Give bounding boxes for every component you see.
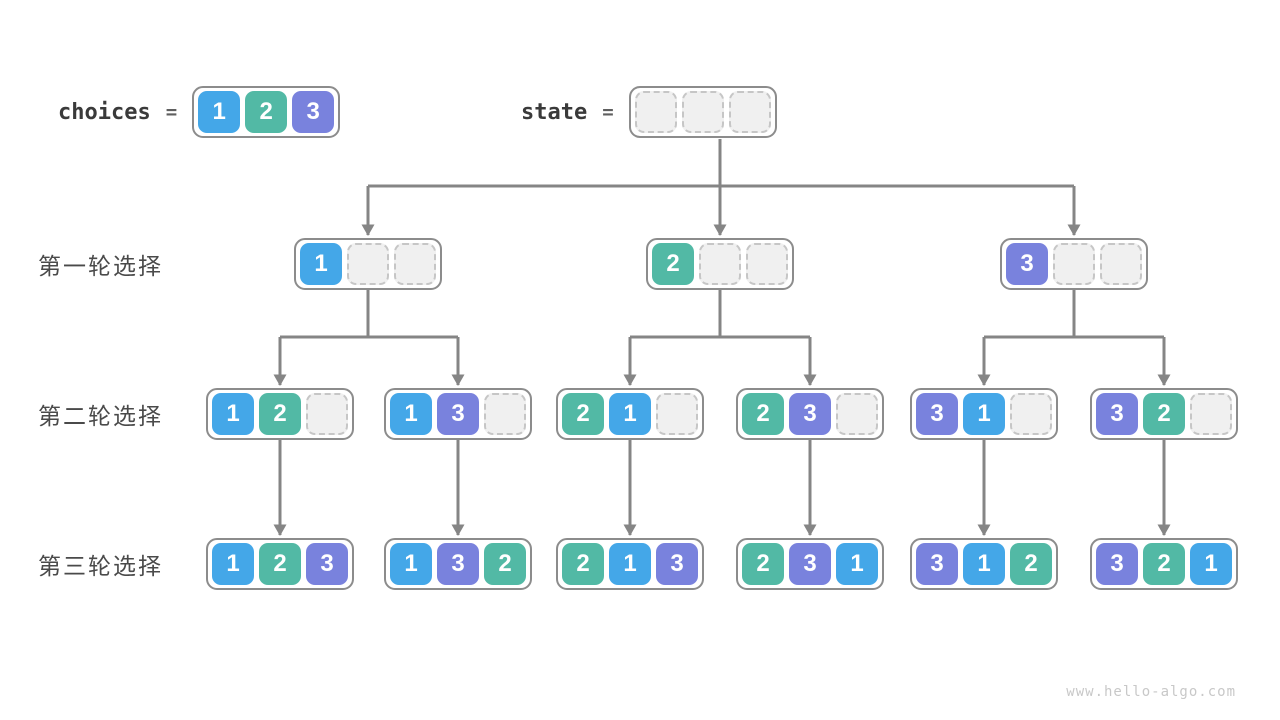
round-3-label: 第三轮选择 [38, 553, 163, 579]
empty-slot [1190, 393, 1232, 435]
state-node-round1-3: 3 [1000, 238, 1148, 290]
empty-slot [484, 393, 526, 435]
empty-slot [1100, 243, 1142, 285]
empty-slot [1053, 243, 1095, 285]
value-cell-3: 3 [437, 393, 479, 435]
value-cell-2: 2 [1010, 543, 1052, 585]
state-label: state [521, 99, 588, 125]
state-node-round1-2: 2 [646, 238, 794, 290]
choices-label: choices [58, 99, 151, 125]
empty-slot [634, 91, 677, 133]
state-equals-sign: = [602, 101, 614, 123]
value-cell-3: 3 [1006, 243, 1048, 285]
value-cell-3: 3 [292, 91, 335, 133]
round-2-label: 第二轮选择 [38, 403, 163, 429]
empty-slot [656, 393, 698, 435]
value-cell-1: 1 [390, 543, 432, 585]
empty-slot [347, 243, 389, 285]
state-array-root [628, 86, 777, 138]
empty-slot [394, 243, 436, 285]
state-node-round1-1: 1 [294, 238, 442, 290]
value-cell-3: 3 [1096, 393, 1138, 435]
empty-slot [1010, 393, 1052, 435]
value-cell-3: 3 [789, 393, 831, 435]
value-cell-1: 1 [963, 393, 1005, 435]
value-cell-2: 2 [484, 543, 526, 585]
value-cell-3: 3 [916, 393, 958, 435]
value-cell-2: 2 [562, 543, 604, 585]
value-cell-1: 1 [609, 393, 651, 435]
empty-slot [728, 91, 771, 133]
watermark: www.hello-algo.com [1066, 684, 1236, 700]
value-cell-1: 1 [963, 543, 1005, 585]
value-cell-1: 1 [212, 393, 254, 435]
empty-slot [681, 91, 724, 133]
value-cell-2: 2 [742, 393, 784, 435]
value-cell-3: 3 [789, 543, 831, 585]
value-cell-3: 3 [916, 543, 958, 585]
empty-slot [836, 393, 878, 435]
value-cell-3: 3 [437, 543, 479, 585]
value-cell-1: 1 [1190, 543, 1232, 585]
value-cell-3: 3 [656, 543, 698, 585]
value-cell-3: 3 [306, 543, 348, 585]
value-cell-1: 1 [390, 393, 432, 435]
round-1-label: 第一轮选择 [38, 253, 163, 279]
value-cell-1: 1 [198, 91, 241, 133]
state-array-box [628, 86, 777, 138]
value-cell-2: 2 [259, 543, 301, 585]
choices-equals-sign: = [165, 101, 178, 123]
value-cell-2: 2 [1143, 543, 1185, 585]
value-cell-2: 2 [652, 243, 694, 285]
state-header: state = [521, 86, 777, 138]
empty-slot [699, 243, 741, 285]
value-cell-1: 1 [212, 543, 254, 585]
value-cell-1: 1 [300, 243, 342, 285]
value-cell-2: 2 [562, 393, 604, 435]
value-cell-2: 2 [259, 393, 301, 435]
value-cell-3: 3 [1096, 543, 1138, 585]
value-cell-2: 2 [245, 91, 288, 133]
empty-slot [306, 393, 348, 435]
value-cell-2: 2 [1143, 393, 1185, 435]
value-cell-2: 2 [742, 543, 784, 585]
value-cell-1: 1 [836, 543, 878, 585]
empty-slot [746, 243, 788, 285]
value-cell-1: 1 [609, 543, 651, 585]
